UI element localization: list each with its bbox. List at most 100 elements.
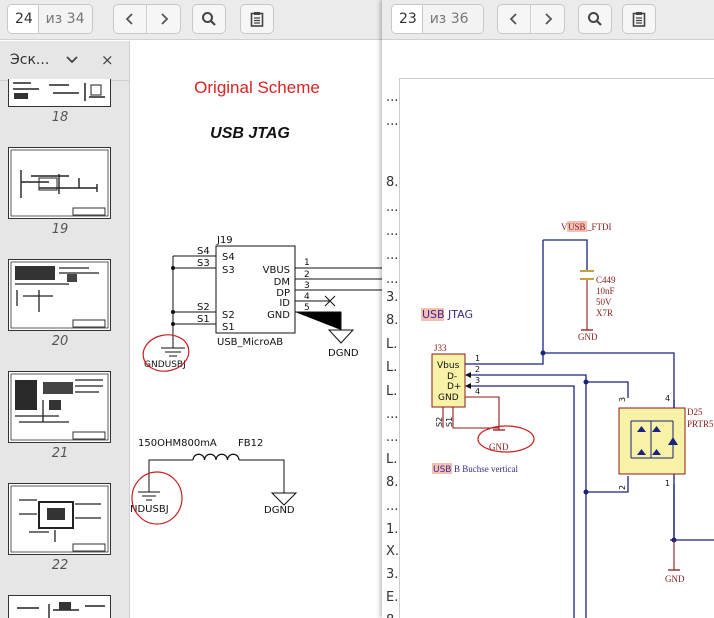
diode-internal-wires <box>630 420 674 459</box>
gnd-label: GND <box>665 574 685 584</box>
connector-footer-highlighted: USB <box>433 465 451 475</box>
gutter-item: ... <box>386 430 399 445</box>
gutter-item: 3. <box>386 567 399 582</box>
ground-symbol <box>161 347 185 357</box>
right-pin-wires <box>295 267 384 330</box>
sidebar-header: Эск... × <box>0 41 129 81</box>
right-annotations-button[interactable] <box>622 4 656 34</box>
search-highlight <box>567 221 587 232</box>
shield-pin-label: S1 <box>445 417 454 427</box>
sidebar-title[interactable]: Эск... <box>10 52 50 68</box>
diode-name: PRTR5 <box>687 419 714 429</box>
left-document-viewer: 24 из 34 Эск... × <box>0 0 384 618</box>
cap-ref: C449 <box>596 275 616 285</box>
pin-number: 5 <box>304 303 310 313</box>
junction-dots <box>540 350 677 543</box>
connector-footer: B Buchse vertical <box>454 464 518 474</box>
left-prev-page-button[interactable] <box>114 5 148 33</box>
right-toolbar: 23 из 36 <box>382 0 714 40</box>
gnd-label: DGND <box>264 505 295 516</box>
pin-label: VBUS <box>263 265 290 276</box>
capacitor-plates <box>580 270 594 280</box>
left-toolbar: 24 из 34 <box>0 0 384 40</box>
gutter-item: ... <box>386 248 399 263</box>
red-annotation-circle <box>477 425 535 453</box>
right-search-button[interactable] <box>578 4 612 34</box>
thumbnail-drawing <box>10 149 109 217</box>
pin-label: DP <box>276 288 290 299</box>
pin-label: ID <box>279 298 290 309</box>
pin-number: 2 <box>304 270 310 280</box>
connector-pin-label: D- <box>447 372 457 382</box>
clipboard-icon <box>250 12 264 27</box>
chevron-right-icon <box>544 13 552 25</box>
connector-wires <box>465 240 714 618</box>
red-annotation-circle <box>131 471 183 525</box>
shield-pin-label: S2 <box>435 417 444 427</box>
usb-jtag-target-schematic: V USB _FTDI C449 10nF 50V X7R GND USB JT… <box>421 221 714 618</box>
net-label: _FTDI <box>586 222 612 232</box>
pin-number: 3 <box>304 281 310 291</box>
section-title: JTAG <box>447 308 473 321</box>
thumbnail-page-18[interactable] <box>8 79 111 107</box>
search-icon <box>588 12 602 26</box>
thumbnail-page-22[interactable] <box>8 483 111 555</box>
left-current-page-input[interactable]: 24 <box>8 5 39 33</box>
shield-wires <box>172 255 216 348</box>
right-next-page-button[interactable] <box>531 5 564 33</box>
dgnd-symbol <box>327 329 355 344</box>
schematic-subheading: USB JTAG <box>210 125 290 142</box>
junction-dots <box>171 266 175 326</box>
gnd-label: GND <box>578 332 598 342</box>
pin-label: S4 <box>197 246 210 257</box>
thumbnail-page-20[interactable] <box>8 259 111 331</box>
pin-number: 2 <box>475 365 480 374</box>
left-annotations-button[interactable] <box>240 4 274 34</box>
left-page-selector[interactable]: 24 из 34 <box>7 4 93 34</box>
thumbnail-sidebar: Эск... × 18 19 20 21 <box>0 41 130 618</box>
pin-number: 4 <box>475 387 480 396</box>
cap-type: X7R <box>596 308 613 318</box>
usb-jtag-original-schematic: Original Scheme USB JTAG J19 USB_MicroAB… <box>131 78 384 525</box>
gutter-item: 8. <box>386 475 399 490</box>
cap-value: 10nF <box>596 286 615 296</box>
pin-label: S3 <box>222 265 235 276</box>
gnd-label: GNDUSBJ <box>144 360 186 370</box>
connector-pin-label: GND <box>438 393 459 403</box>
thumbnail-page-23[interactable] <box>8 595 111 618</box>
thumbnail-drawing <box>10 485 109 553</box>
gnd-label: NDUSBJ <box>131 504 169 515</box>
right-nav-group <box>497 4 565 34</box>
right-page-selector[interactable]: 23 из 36 <box>391 4 484 34</box>
gutter-item: ... <box>386 200 399 215</box>
pin-number: 1 <box>304 258 310 268</box>
pin-arrows <box>465 372 471 389</box>
gutter-item: 8. <box>386 175 399 190</box>
pin-label: S2 <box>197 302 210 313</box>
gutter-item: 1. <box>386 522 399 537</box>
net-label: V <box>561 222 568 232</box>
left-search-button[interactable] <box>192 4 226 34</box>
thumbnail-page-19[interactable] <box>8 147 111 219</box>
chevron-down-icon[interactable] <box>66 55 78 65</box>
diode-pin-number: 2 <box>618 485 627 490</box>
gutter-item: L. <box>386 384 398 399</box>
right-document-viewer: 23 из 36 ... ... 8. ... .. <box>382 0 714 618</box>
right-current-page-input[interactable]: 23 <box>392 5 423 33</box>
sidebar-close-button[interactable]: × <box>101 51 114 69</box>
pin-number: 4 <box>304 292 310 302</box>
gutter-item: 8. <box>386 613 398 618</box>
left-next-page-button[interactable] <box>147 5 180 33</box>
thumbnail-label: 22 <box>51 558 69 573</box>
right-document-page: V USB _FTDI C449 10nF 50V X7R GND USB JT… <box>399 78 714 618</box>
gutter-item: ... <box>386 114 399 129</box>
connector-ref: J33 <box>434 343 447 353</box>
ferrite-wires <box>148 459 285 493</box>
sidebar-gutter: ... ... 8. ... ... ... ... 3. 8. L. L. L… <box>382 41 399 618</box>
diode-triangles <box>637 426 678 455</box>
thumbnail-page-21[interactable] <box>8 371 111 443</box>
right-prev-page-button[interactable] <box>498 5 532 33</box>
diode-pin-number: 3 <box>618 397 627 402</box>
ferrite-coil <box>192 453 240 461</box>
search-highlight <box>432 463 452 474</box>
